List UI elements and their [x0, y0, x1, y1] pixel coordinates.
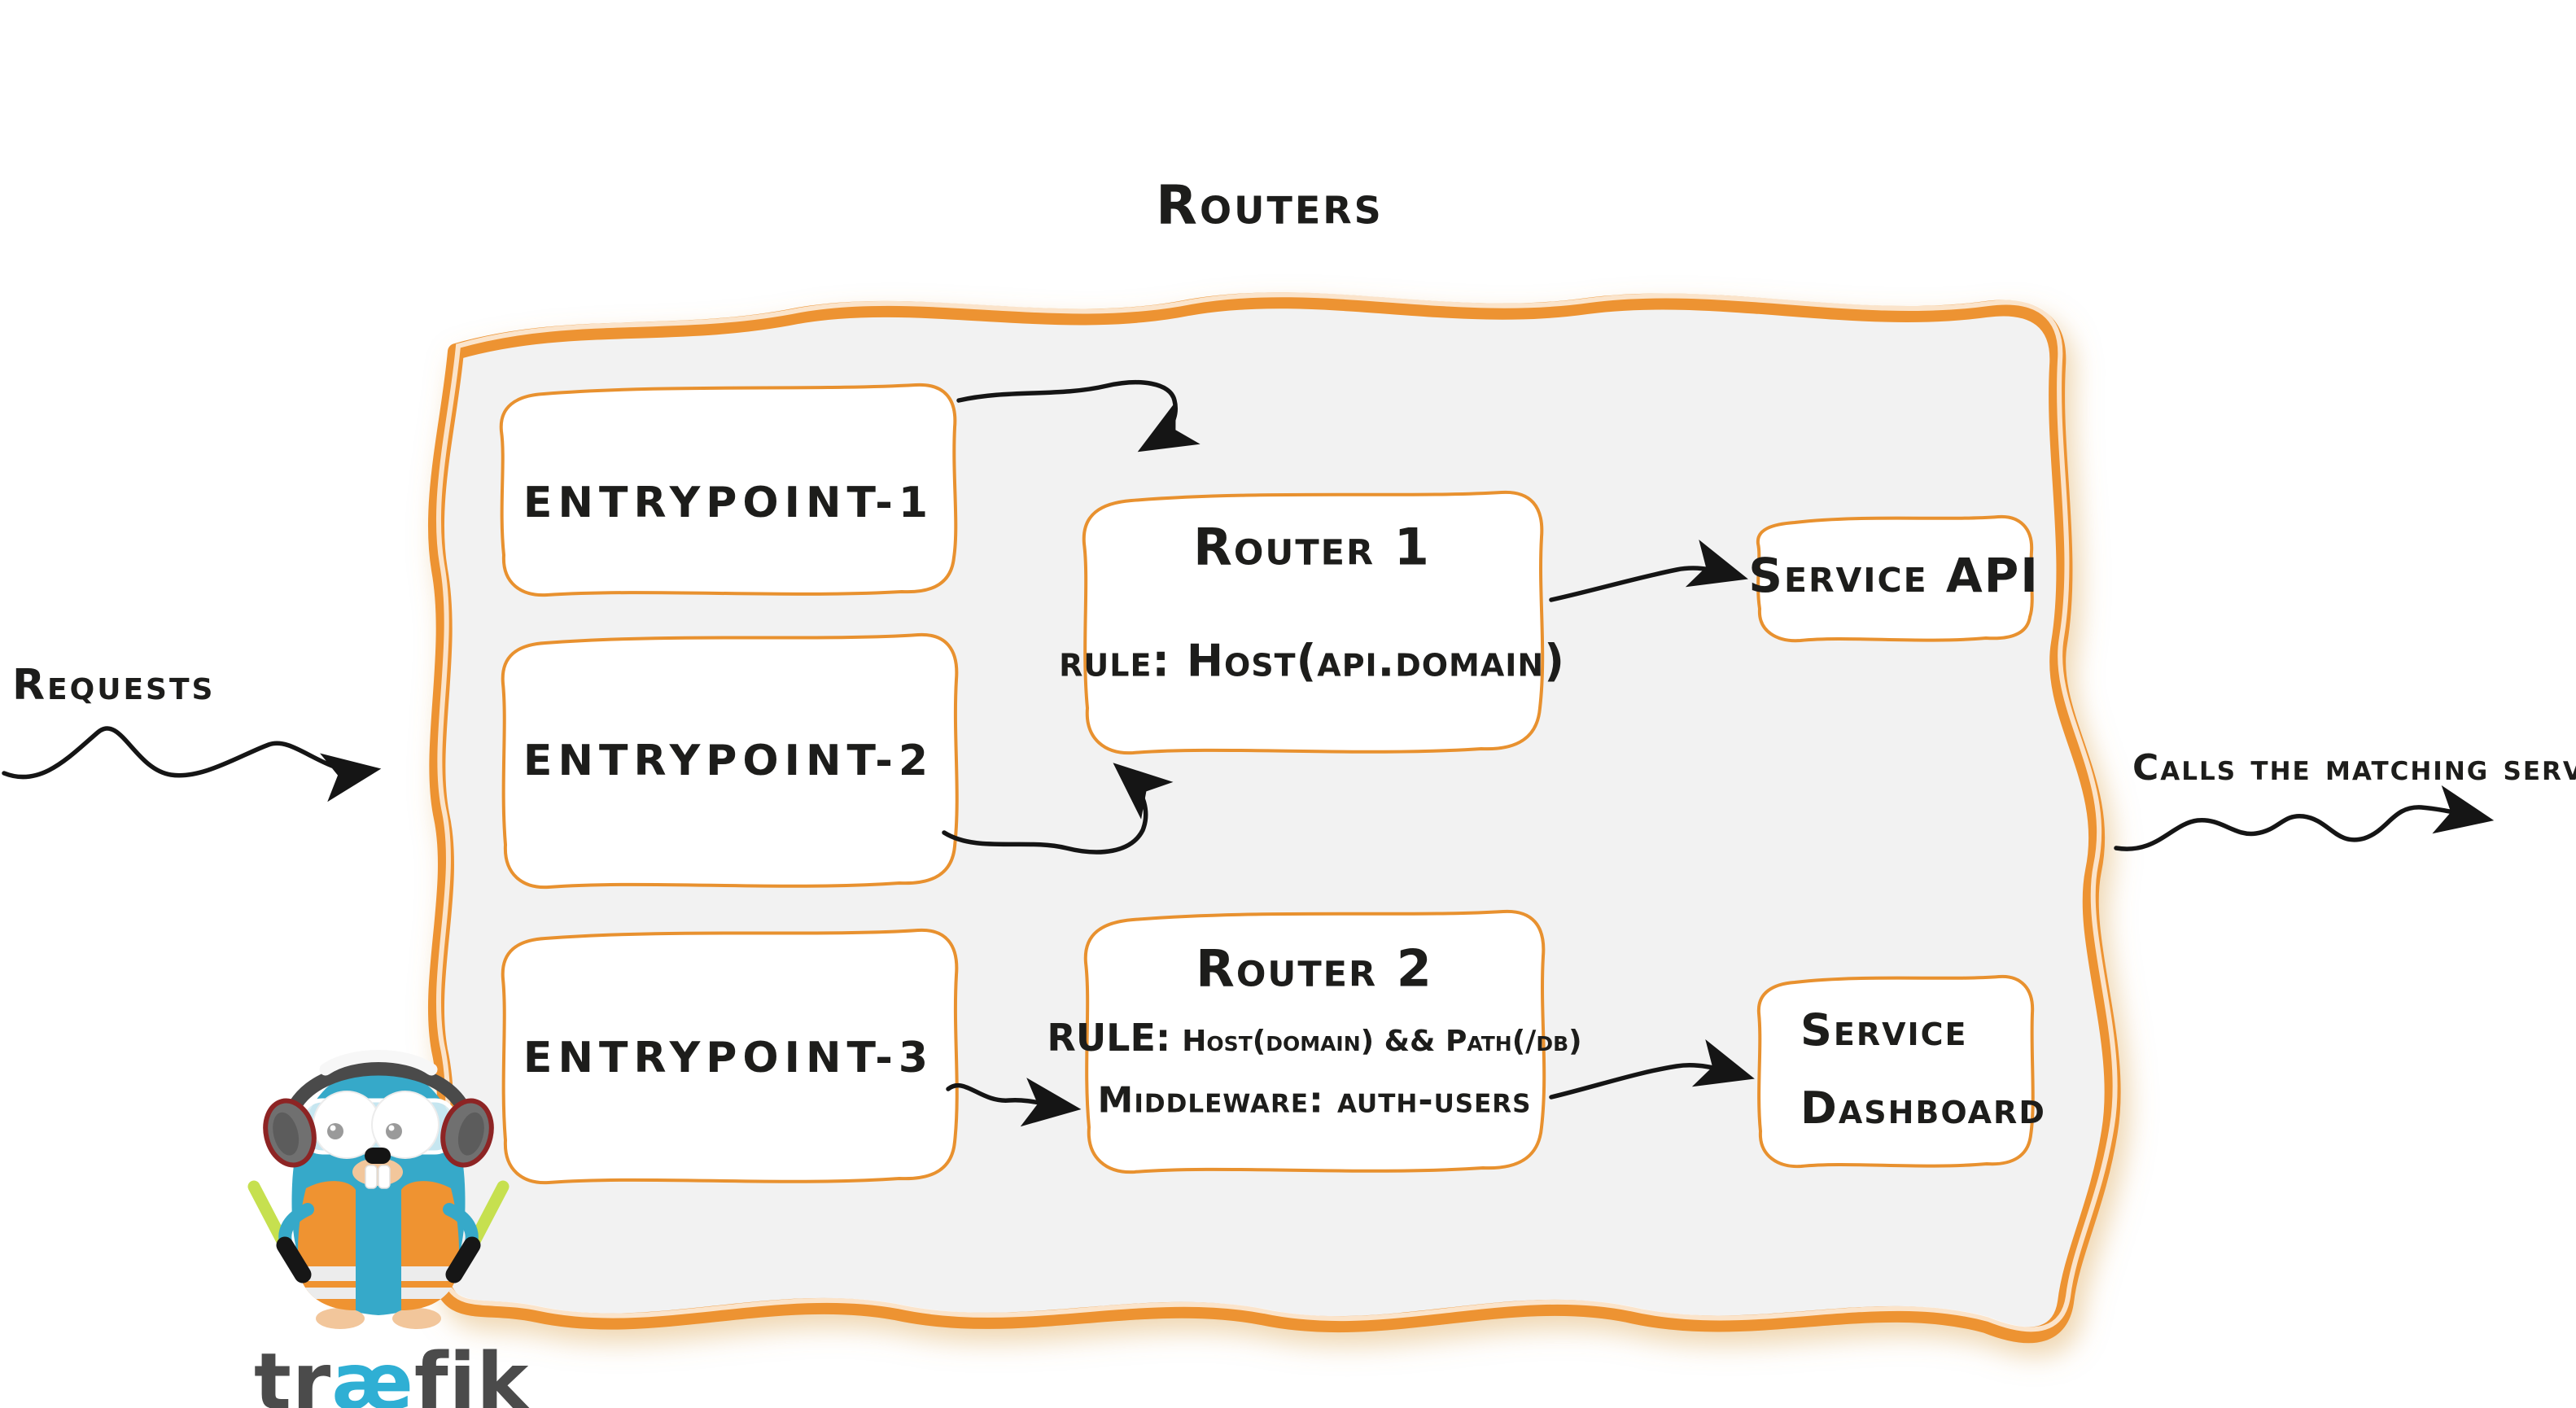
router-2-rule-value: Host(domain) && Path(/db) [1182, 1025, 1582, 1058]
router-2-middleware-label: Middleware: [1097, 1079, 1324, 1122]
service-dashboard-line2: Dashboard [1800, 1082, 2046, 1134]
router-1-rule-label: rule: [1059, 635, 1170, 687]
gopher-foot-left [316, 1308, 365, 1329]
gopher-eyes [313, 1091, 440, 1159]
router-2-middleware: Middleware: auth-users [1098, 1080, 1532, 1122]
entrypoint-2-box [501, 632, 959, 890]
entrypoint-2-label: entrypoint-2 [523, 737, 934, 785]
logo-part-ae: æ [331, 1336, 414, 1408]
router-1-rule: rule: Host(api.domain) [1059, 636, 1565, 687]
router-1-rule-value: Host(api.domain) [1186, 635, 1565, 687]
gopher-teeth [365, 1165, 391, 1189]
router-2-title: Router 2 [1196, 938, 1433, 999]
arrow-router1-to-service-api [1549, 539, 1748, 602]
arrow-entrypoint2-to-router1 [942, 763, 1174, 855]
diagram-title: Routers [1156, 173, 1384, 237]
service-api-box [1756, 514, 2034, 643]
entrypoint-3-box [501, 928, 959, 1185]
gopher-nose [365, 1148, 391, 1164]
calls-matching-server-label: Calls the matching server [2132, 747, 2576, 789]
router-1-box [1082, 490, 1545, 755]
logo-part-fik: fik [413, 1336, 530, 1408]
router-2-rule-label: RULE: [1047, 1016, 1171, 1060]
service-dashboard-line1: Service [1800, 1004, 1968, 1056]
arrow-calls-out [2114, 785, 2495, 851]
entrypoint-1-box [499, 383, 958, 597]
glowstick-handle-left [276, 1236, 312, 1283]
requests-label: Requests [12, 661, 216, 710]
router-2-middleware-value: auth-users [1337, 1079, 1532, 1122]
traefik-logo-wordmark: træfik [254, 1336, 529, 1408]
router-2-box [1083, 909, 1546, 1174]
service-dashboard-box [1756, 974, 2035, 1169]
entrypoint-3-label: entrypoint-3 [523, 1034, 934, 1082]
glowstick-handle-right [445, 1236, 481, 1283]
traefik-gopher-mascot-icon [247, 1050, 510, 1329]
arrow-router2-to-service-dashboard [1549, 1039, 1755, 1100]
arrow-entrypoint3-to-router2 [946, 1078, 1082, 1127]
service-dashboard-label: Service Dashboard [1800, 991, 2046, 1148]
gopher-foot-right [392, 1308, 441, 1329]
router-2-rule: RULE: Host(domain) && Path(/db) [1047, 1016, 1581, 1060]
entrypoint-1-label: entrypoint-1 [523, 479, 934, 527]
headphones-icon [263, 1050, 494, 1168]
logo-part-tr: tr [254, 1336, 332, 1408]
router-1-title: Router 1 [1193, 517, 1431, 577]
arrow-requests-in [2, 726, 382, 802]
service-api-label: Service API [1748, 548, 2040, 603]
arrow-entrypoint1-to-router1 [956, 380, 1201, 453]
